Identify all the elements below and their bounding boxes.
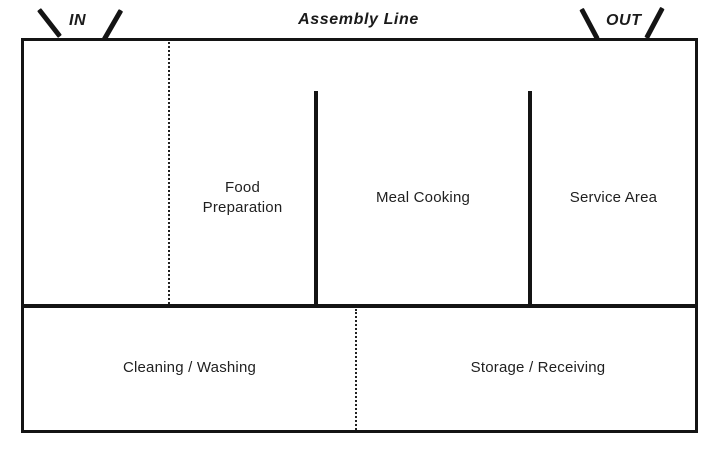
- plan-outer-wall: [21, 38, 698, 433]
- room-meal-cooking: Meal Cooking: [318, 92, 528, 304]
- room-cleaning-washing-label: Cleaning / Washing: [122, 358, 257, 376]
- room-service-area: Service Area: [532, 92, 695, 304]
- out-label: OUT: [606, 12, 642, 29]
- room-cleaning-washing: Cleaning / Washing: [24, 307, 355, 429]
- in-label: IN: [69, 12, 87, 29]
- dotted-divider-cleaning-storage: [355, 309, 357, 430]
- room-storage-receiving-label: Storage / Receiving: [470, 358, 606, 376]
- dotted-divider-entry-foodprep: [168, 42, 170, 304]
- diagram-title: Assembly Line: [298, 11, 419, 28]
- room-food-preparation-label: Food Preparation: [202, 178, 283, 216]
- room-service-area-label: Service Area: [569, 188, 658, 206]
- room-storage-receiving: Storage / Receiving: [378, 307, 698, 429]
- horizontal-wall-divider: [21, 304, 698, 308]
- wall-foodprep-mealcooking: [314, 91, 318, 304]
- room-food-preparation: Food Preparation: [171, 92, 314, 304]
- wall-mealcooking-servicearea: [528, 91, 532, 304]
- room-meal-cooking-label: Meal Cooking: [375, 188, 471, 206]
